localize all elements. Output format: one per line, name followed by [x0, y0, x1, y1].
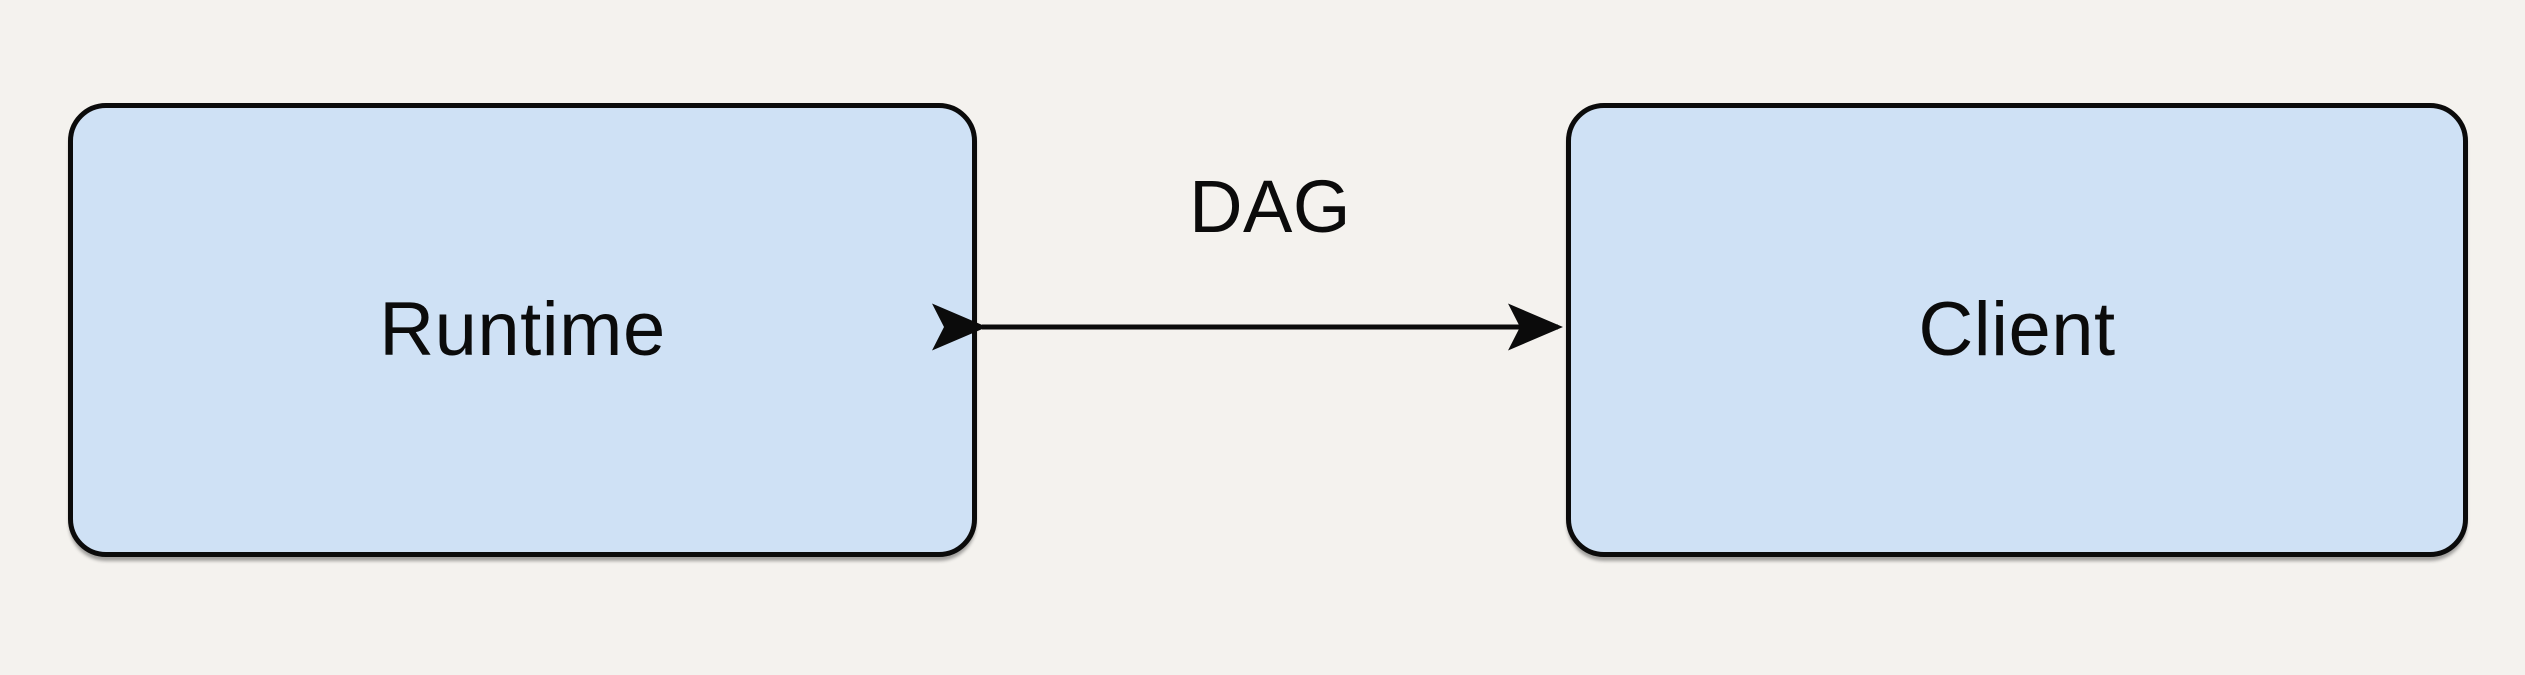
- node-runtime-label: Runtime: [379, 287, 666, 372]
- node-client-label: Client: [1918, 287, 2116, 372]
- node-runtime[interactable]: Runtime: [68, 103, 977, 557]
- edge-runtime-client[interactable]: [932, 290, 1575, 370]
- edge-label-dag: DAG: [1189, 165, 1351, 248]
- node-client[interactable]: Client: [1566, 103, 2468, 557]
